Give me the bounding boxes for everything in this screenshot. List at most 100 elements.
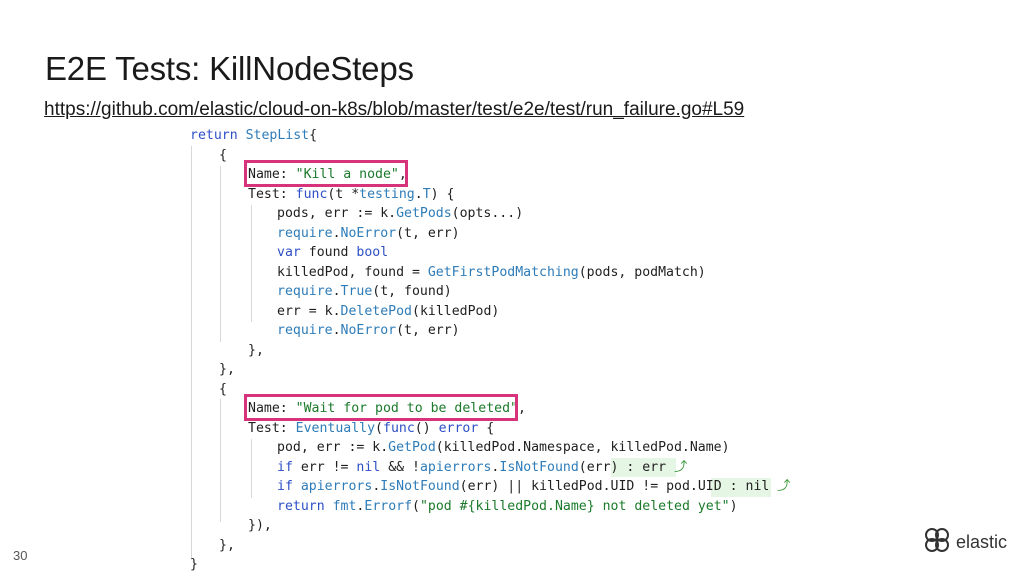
code-line: Test: func(t *testing.T) { — [248, 185, 454, 205]
code-token: DeletePod — [340, 303, 412, 319]
code-token: , — [517, 401, 526, 416]
code-line: err = k.DeletePod(killedPod) — [277, 302, 499, 322]
code-token: apierrors — [419, 459, 492, 475]
code-token — [325, 499, 333, 514]
code-token — [293, 479, 301, 494]
code-token: . — [332, 225, 341, 241]
code-line: }, — [248, 341, 264, 361]
elastic-logo-icon — [922, 525, 952, 560]
code-token: }), — [248, 518, 272, 533]
code-line: if err != nil && !apierrors.IsNotFound(e… — [277, 458, 687, 478]
code-token: return — [190, 128, 238, 143]
indent-guide — [251, 439, 252, 498]
indent-guide — [220, 399, 221, 522]
code-token: (t, err) — [396, 225, 460, 241]
code-token: if — [277, 459, 293, 475]
code-token: "pod #{killedPod.Name} not deleted yet" — [419, 498, 730, 514]
code-token: require — [277, 323, 333, 338]
code-token: (err) || killedPod.UID != pod.UID — [459, 479, 730, 494]
code-token: : nil — [729, 479, 778, 494]
code-token: nil — [356, 459, 381, 475]
code-token: (t, err) — [396, 323, 460, 338]
code-token: (err) — [578, 459, 627, 475]
code-line: Name: "Kill a node", — [248, 165, 407, 185]
code-token: }, — [219, 362, 235, 377]
code-token: Name: — [248, 167, 296, 182]
code-line: return fmt.Errorf("pod #{killedPod.Name}… — [277, 497, 738, 517]
code-line: }), — [248, 516, 272, 536]
code-token: (t, found) — [372, 284, 452, 299]
code-token: bool — [356, 245, 389, 260]
code-token: { — [219, 147, 227, 163]
code-token: && ! — [380, 459, 420, 475]
code-token: pods, err := k. — [277, 206, 397, 221]
code-token: require — [277, 284, 333, 299]
code-token: . — [332, 323, 341, 338]
code-token: return — [277, 498, 325, 514]
code-token: IsNotFound — [380, 479, 460, 494]
code-token: . — [332, 284, 341, 299]
code-line: { — [219, 146, 227, 166]
code-token: { — [309, 128, 318, 143]
code-token: if — [277, 479, 293, 494]
code-token: True — [340, 284, 373, 299]
code-line: } — [190, 555, 198, 575]
code-token: ) { — [430, 186, 455, 202]
code-token: func — [383, 420, 415, 436]
code-token: func — [295, 186, 328, 202]
code-token: { — [478, 420, 495, 436]
brand-name: elastic — [956, 531, 1008, 552]
code-line: var found bool — [277, 243, 388, 263]
code-token: (pods, podMatch) — [578, 264, 706, 280]
code-line: if apierrors.IsNotFound(err) || killedPo… — [277, 477, 790, 497]
indent-guide — [220, 166, 221, 342]
code-token: Name: — [248, 401, 296, 416]
code-token: fmt — [332, 498, 357, 514]
code-line: Test: Eventually(func() error { — [248, 419, 494, 439]
code-token: (opts...) — [451, 206, 524, 221]
code-token: killedPod, found = — [277, 264, 428, 280]
brand-logo: elastic — [922, 525, 1007, 559]
code-token: NoError — [340, 225, 397, 241]
code-token: T — [422, 186, 431, 202]
code-token: StepList — [237, 128, 310, 143]
code-line: require.NoError(t, err) — [277, 321, 460, 341]
code-token: err != — [292, 459, 357, 475]
code-line: require.True(t, found) — [277, 282, 452, 302]
code-token: Errorf — [364, 498, 413, 514]
code-token: { — [219, 381, 227, 397]
code-token: GetPod — [388, 440, 436, 455]
code-line: pod, err := k.GetPod(killedPod.Namespace… — [277, 438, 730, 458]
code-token: IsNotFound — [499, 459, 579, 475]
code-token: require — [277, 225, 333, 241]
code-line: }, — [219, 536, 235, 556]
code-line: return StepList{ — [190, 126, 317, 146]
page-number: 30 — [13, 548, 28, 563]
code-token: (killedPod.Namespace, killedPod.Name) — [435, 440, 730, 455]
code-token: . — [491, 459, 500, 475]
code-token: error — [438, 420, 479, 436]
code-token: () — [414, 420, 439, 436]
code-token: ) — [729, 498, 738, 514]
code-token: }, — [219, 537, 235, 553]
indent-guide — [191, 146, 192, 560]
code-line: pods, err := k.GetPods(opts...) — [277, 204, 523, 224]
code-token: found — [300, 245, 357, 260]
code-line: }, — [219, 360, 235, 380]
code-token: }, — [248, 342, 264, 358]
code-token: (t * — [327, 186, 360, 202]
code-token: , — [398, 167, 407, 182]
code-token: ( — [412, 498, 420, 514]
code-token: var — [277, 245, 301, 260]
code-token: pod, err := k. — [277, 440, 389, 455]
source-link[interactable]: https://github.com/elastic/cloud-on-k8s/… — [44, 99, 745, 120]
return-arrow-icon: ⤴ — [674, 459, 688, 475]
return-arrow-icon: ⤴ — [777, 479, 791, 494]
code-token: "Wait for pod to be deleted" — [295, 401, 518, 416]
code-line: Name: "Wait for pod to be deleted", — [248, 399, 526, 419]
code-token: err = k. — [277, 303, 341, 319]
code-token: : err — [626, 459, 675, 475]
code-line: killedPod, found = GetFirstPodMatching(p… — [277, 263, 706, 283]
code-token: Test: — [248, 186, 296, 202]
code-token: apierrors — [300, 479, 373, 494]
